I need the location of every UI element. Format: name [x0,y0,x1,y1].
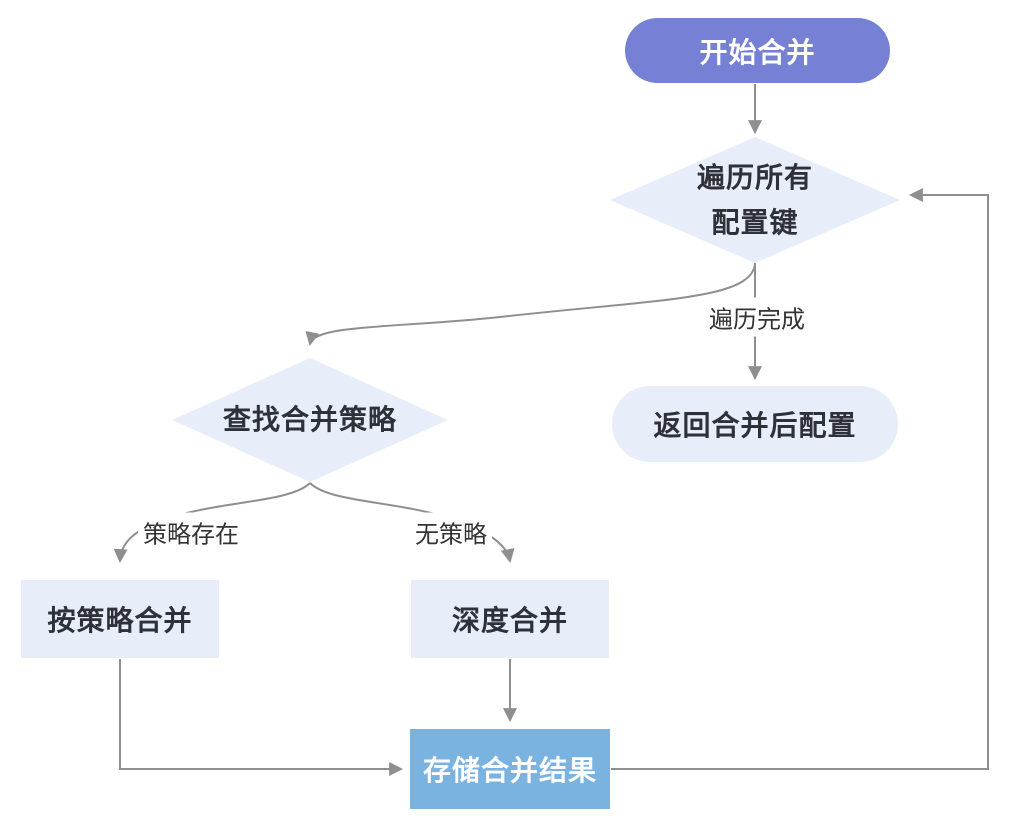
node-iterate-keys: 遍历所有 配置键 [696,161,813,238]
edge-label-no-strategy: 无策略 [410,512,492,552]
edge-iterate-to-find-strategy [305,262,756,347]
node-store-merge-result: 存储合并结果 [410,729,610,809]
node-merge-by-strategy: 按策略合并 [21,580,219,658]
node-find-merge-strategy: 查找合并策略 [222,404,397,436]
edge-store-loop-back [611,188,989,770]
edge-label-iteration-done: 遍历完成 [704,297,810,337]
edge-label-strategy-exists: 策略存在 [138,512,244,552]
edge-merge-by-strategy-to-store [119,659,404,776]
diamond-iterate-keys [610,137,900,263]
diamond-find-strategy [172,358,448,482]
node-start-merge: 开始合并 [625,18,890,83]
node-return-merged-config: 返回合并后配置 [612,386,898,462]
node-deep-merge: 深度合并 [411,580,609,658]
